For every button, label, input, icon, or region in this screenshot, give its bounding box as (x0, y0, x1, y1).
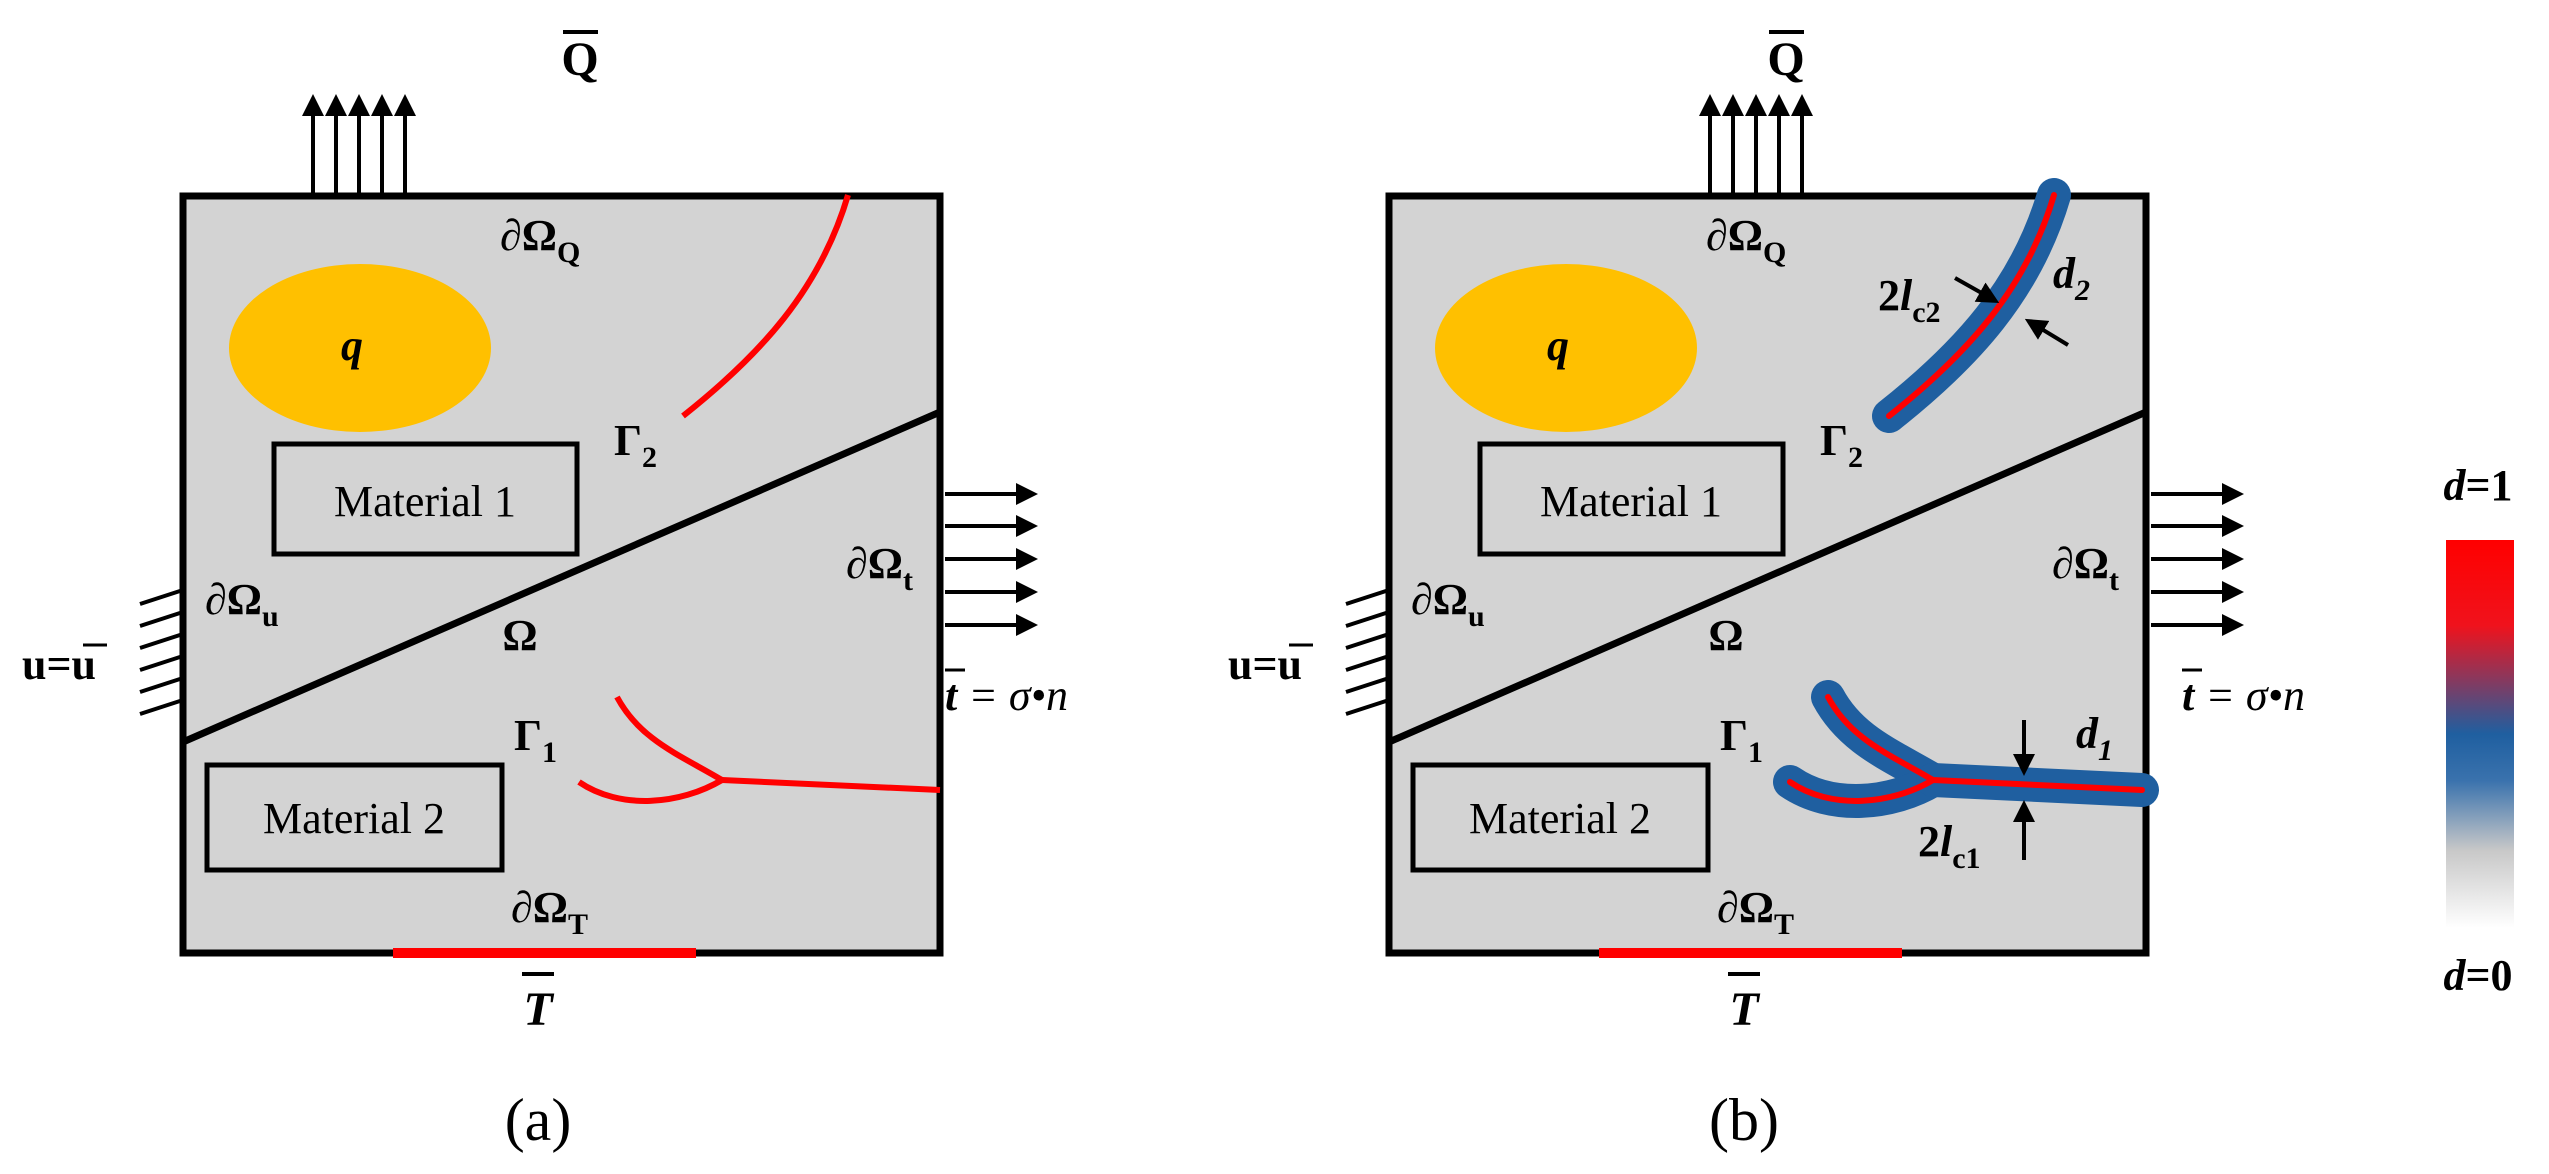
material2-label: Material 2 (263, 794, 445, 843)
panel-b-caption: (b) (1709, 1087, 1779, 1153)
panel-a: Q ∂ΩQ q Γ2 Material 1 ∂Ωu u=u Ω ∂Ωt t = … (22, 30, 1068, 1153)
material1-box (271, 441, 580, 557)
gamma2-label-b: Γ2 (1820, 416, 1863, 474)
displacement-condition-label-b: u=u (1228, 640, 1302, 689)
gamma2-label: Γ2 (614, 416, 657, 474)
material1-label-b: Material 1 (1540, 477, 1722, 526)
temperature-boundary-label: ∂ΩT (511, 883, 588, 941)
gamma1-label-b: Γ1 (1720, 711, 1763, 769)
traction-condition-label-b: t = σ•n (2182, 671, 2305, 720)
heat-flux-label-b: Q (1767, 33, 1804, 86)
temperature-value-label: T (523, 983, 554, 1036)
panel-b: Q ∂ΩQ q 2lc2 d2 Γ2 Material 1 ∂Ωu u=u Ω … (1228, 30, 2305, 1153)
width-arrows-gamma2 (1954, 276, 2070, 347)
heat-flux-boundary-label: ∂ΩQ (500, 211, 580, 269)
gamma1-label: Γ1 (514, 711, 557, 769)
material1-label: Material 1 (334, 477, 516, 526)
heat-source-b (1435, 264, 1697, 432)
fixed-support-hatch-b (1345, 588, 1390, 716)
heat-flux-label: Q (561, 33, 598, 86)
heat-flux-boundary-label-b: ∂ΩQ (1706, 211, 1786, 269)
domain-label-b: Ω (1708, 611, 1743, 660)
crack-gamma1 (577, 695, 941, 804)
traction-arrows-b (2151, 483, 2244, 636)
colorbar (2446, 540, 2514, 928)
crack-gamma2 (681, 194, 851, 419)
material2-label-b: Material 2 (1469, 794, 1651, 843)
legend-bottom-label: d=0 (2443, 951, 2512, 1000)
domain-label: Ω (502, 611, 537, 660)
lc1-label: 2lc1 (1918, 817, 1981, 875)
traction-condition-label: t = σ•n (945, 671, 1068, 720)
fixed-support-hatch (139, 588, 184, 716)
damage-colorbar-legend: d=1 d=0 (2443, 461, 2514, 1000)
heat-source-label-b: q (1547, 321, 1569, 370)
displacement-boundary-label: ∂Ωu (205, 575, 279, 633)
heat-source (229, 264, 491, 432)
traction-boundary-label-b: ∂Ωt (2052, 539, 2119, 597)
material1-box-b (1477, 441, 1786, 557)
displacement-condition-label: u=u (22, 640, 96, 689)
diffuse-crack-gamma2 (1872, 178, 2071, 433)
material2-box (204, 762, 505, 873)
heat-source-label: q (341, 321, 363, 370)
panel-a-caption: (a) (505, 1087, 572, 1153)
material-interface (181, 408, 942, 746)
traction-arrows (945, 483, 1038, 636)
displacement-boundary-label-b: ∂Ωu (1411, 575, 1485, 633)
temperature-boundary-label-b: ∂ΩT (1717, 883, 1794, 941)
d2-label: d2 (2053, 249, 2090, 307)
legend-top-label: d=1 (2443, 461, 2512, 510)
heat-flux-arrows-b (1699, 94, 1813, 193)
diffuse-crack-gamma1 (1773, 680, 2159, 818)
material2-box-b (1410, 762, 1711, 873)
lc2-label: 2lc2 (1878, 271, 1941, 329)
material-interface-b (1387, 408, 2148, 746)
traction-boundary-label: ∂Ωt (846, 539, 913, 597)
temperature-value-label-b: T (1729, 983, 1760, 1036)
d1-label: d1 (2076, 709, 2113, 767)
heat-flux-arrows (302, 94, 416, 193)
